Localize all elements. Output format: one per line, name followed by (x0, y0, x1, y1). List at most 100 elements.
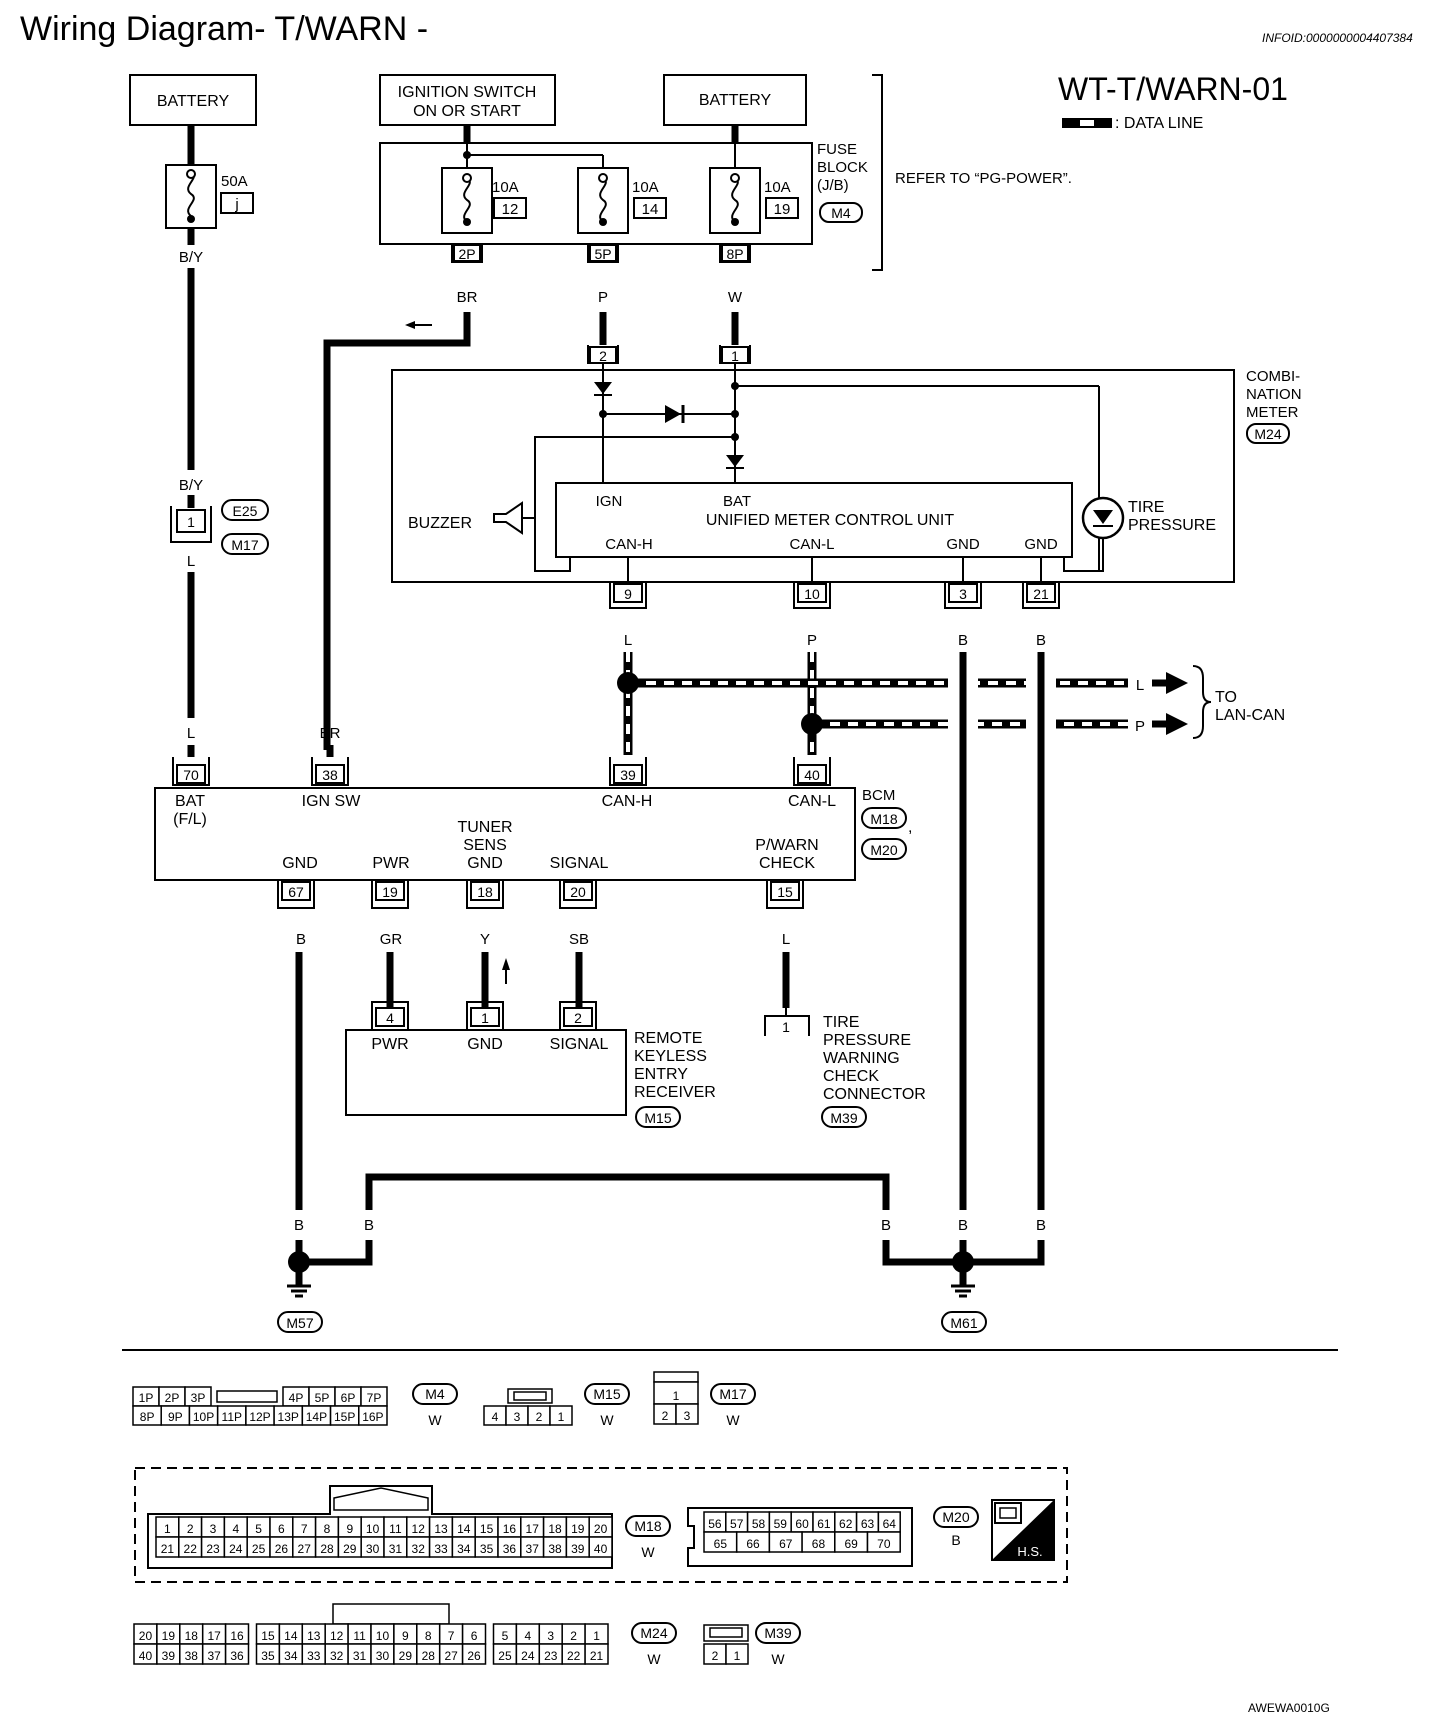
refer-text: REFER TO “PG-POWER”. (895, 170, 1072, 187)
check-connector-name-2: PRESSURE (823, 1032, 911, 1049)
m18-cell: 2 (187, 1522, 194, 1536)
m18-cell: 18 (548, 1522, 562, 1536)
m18-color: W (641, 1544, 655, 1560)
diode-bat-icon (726, 455, 744, 467)
m18-cell: 37 (526, 1542, 540, 1556)
m18-cell: 36 (503, 1542, 517, 1556)
bcm-name: BCM (862, 787, 895, 804)
wire-color-by-mid: B/Y (179, 477, 203, 494)
receiver-pin-1: 1 (466, 1001, 504, 1030)
m20-cell: 65 (714, 1537, 728, 1551)
m15-cell: 3 (514, 1410, 521, 1424)
lan-to-1: TO (1215, 689, 1237, 706)
ground-m61-label: M61 (950, 1315, 977, 1331)
m24-cell: 40 (139, 1649, 153, 1663)
meter-pin-10-label: 10 (804, 586, 820, 602)
fuse-block-label-3: (J/B) (817, 177, 849, 194)
battery-right-label: BATTERY (699, 92, 772, 109)
diagram-code: WT-T/WARN-01 (1058, 71, 1288, 107)
bcm-label-fl: (F/L) (173, 811, 207, 828)
m18-cell: 20 (594, 1522, 608, 1536)
meter-pin-9-label: 9 (624, 586, 632, 602)
bcm-pin-20-label: 20 (570, 884, 586, 900)
buzzer-icon (493, 501, 535, 535)
lan-arrow-p-icon (1166, 713, 1188, 735)
connector-e25-pin: 1 (187, 514, 195, 530)
fuse-50a-amps: 50A (221, 173, 248, 190)
wire-color-br-bcm: BR (320, 725, 341, 742)
ignition-switch-label-2: ON OR START (413, 103, 521, 120)
bcm-label-can-h: CAN-H (602, 793, 653, 810)
label-can-h-meter: CAN-H (605, 536, 653, 553)
m17-cell: 3 (684, 1409, 691, 1423)
m4-cell: 6P (341, 1391, 356, 1405)
page-title: Wiring Diagram- T/WARN - (20, 10, 428, 48)
m18-cell: 28 (320, 1542, 334, 1556)
m24-cell: 14 (284, 1629, 298, 1643)
m18-cell: 22 (184, 1542, 198, 1556)
m18-cell: 16 (503, 1522, 517, 1536)
ground-m57-label: M57 (286, 1315, 313, 1331)
m18-cell: 25 (252, 1542, 266, 1556)
m17-cell: 2 (662, 1409, 669, 1423)
tire-pressure-lamp-icon (1081, 496, 1125, 540)
meter-pin-3: 3 (944, 582, 982, 609)
lan-l-label: L (1136, 677, 1144, 694)
m20-cell: 64 (883, 1517, 897, 1531)
bcm-label-gnd: GND (282, 855, 318, 872)
m18-cell: 11 (389, 1522, 402, 1536)
m24-cell: 24 (521, 1649, 535, 1663)
m39-id: M39 (764, 1625, 791, 1641)
can-l-splice (801, 713, 823, 735)
m39-cell: 1 (734, 1649, 741, 1663)
m17-id: M17 (719, 1386, 746, 1402)
check-connector-name-4: CHECK (823, 1068, 879, 1085)
m18-cell: 29 (343, 1542, 357, 1556)
m18-cell: 15 (480, 1522, 494, 1536)
fuse-pin-8p: 8P (719, 244, 751, 263)
bcm-connectors-frame (134, 1467, 1068, 1583)
receiver-pin-2: 2 (559, 1001, 597, 1030)
m4-cell: 3P (191, 1391, 206, 1405)
buzzer-label: BUZZER (408, 515, 472, 532)
label-gnd-2-meter: GND (1024, 536, 1058, 553)
bcm-label-sens: SENS (463, 837, 507, 854)
wire-color-bcm-15: L (782, 931, 790, 948)
wire-color-gnd-b: B (364, 1217, 374, 1234)
unified-meter-control-unit (555, 482, 1073, 558)
m24-cell: 28 (422, 1649, 436, 1663)
data-line-legend-label: : DATA LINE (1115, 115, 1203, 132)
ground-m57-icon (287, 1284, 311, 1298)
m24-cell: 34 (284, 1649, 298, 1663)
wire-color-bcm-19: GR (380, 931, 403, 948)
fuse-12 (441, 167, 493, 234)
hs-icon (991, 1499, 1055, 1561)
m24-cell: 30 (376, 1649, 390, 1663)
bcm-pin-19: 19 (371, 880, 409, 909)
receiver-pin-4: 4 (371, 1001, 409, 1030)
m24-cell: 7 (448, 1629, 455, 1643)
can-h-splice (617, 672, 639, 694)
m24-cell: 23 (544, 1649, 558, 1663)
fuse-14-number: 14 (642, 201, 659, 218)
meter-pin-21: 21 (1022, 582, 1060, 609)
m24-cell: 2 (570, 1629, 577, 1643)
m18-cell: 38 (548, 1542, 562, 1556)
diode-ign-icon (594, 382, 612, 394)
bcm-pin-40-label: 40 (804, 767, 820, 783)
hs-label: H.S. (1017, 1544, 1042, 1559)
m20-cell: 70 (877, 1537, 891, 1551)
fuse-pin-8p-label: 8P (726, 246, 743, 262)
m24-cell: 6 (471, 1629, 478, 1643)
check-connector-pin: 1 (782, 1019, 790, 1035)
check-connector-name-5: CONNECTOR (823, 1086, 926, 1103)
fuse-pin-2p: 2P (451, 244, 483, 263)
receiver-pin-2-label: 2 (574, 1010, 582, 1026)
lan-arrow-l-icon (1166, 672, 1188, 694)
m24-cell: 10 (376, 1629, 390, 1643)
m4-cell: 8P (140, 1410, 155, 1424)
wire-color-by-top: B/Y (179, 249, 203, 266)
m18-cell: 24 (229, 1542, 243, 1556)
receiver-label-pwr: PWR (371, 1036, 408, 1053)
